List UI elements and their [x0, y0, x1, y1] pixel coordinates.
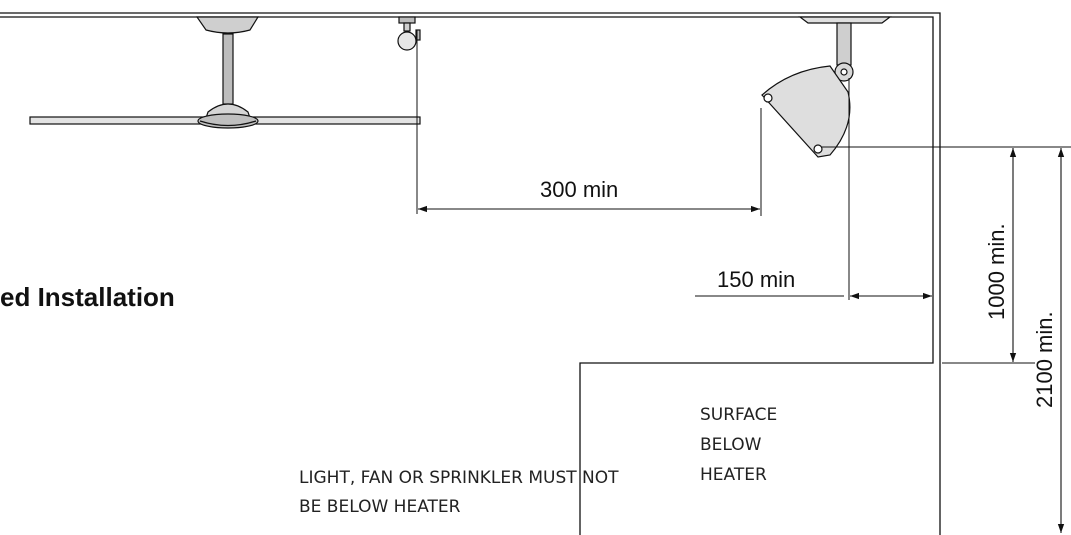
surface-label-line2: BELOW — [700, 435, 762, 455]
warning-note-line2: BE BELOW HEATER — [299, 497, 461, 517]
above-surface-label: 1000 min. — [984, 223, 1009, 320]
surface-label-line1: SURFACE — [700, 405, 777, 425]
heater — [761, 16, 892, 158]
surface-label-line3: HEATER — [700, 465, 767, 485]
extension-lines — [416, 30, 1071, 364]
warning-note-line1: LIGHT, FAN OR SPRINKLER MUST NOT — [299, 468, 619, 488]
section-title: ed Installation — [0, 282, 175, 312]
fan-gap-label: 300 min — [540, 177, 618, 202]
ceiling-fan — [29, 16, 421, 129]
dimension-arrows — [418, 148, 1065, 533]
above-floor-label: 2100 min. — [1032, 311, 1057, 408]
ceiling-light — [397, 16, 421, 51]
ceiling-wall-outline — [0, 12, 941, 535]
wall-gap-label: 150 min — [717, 267, 795, 292]
